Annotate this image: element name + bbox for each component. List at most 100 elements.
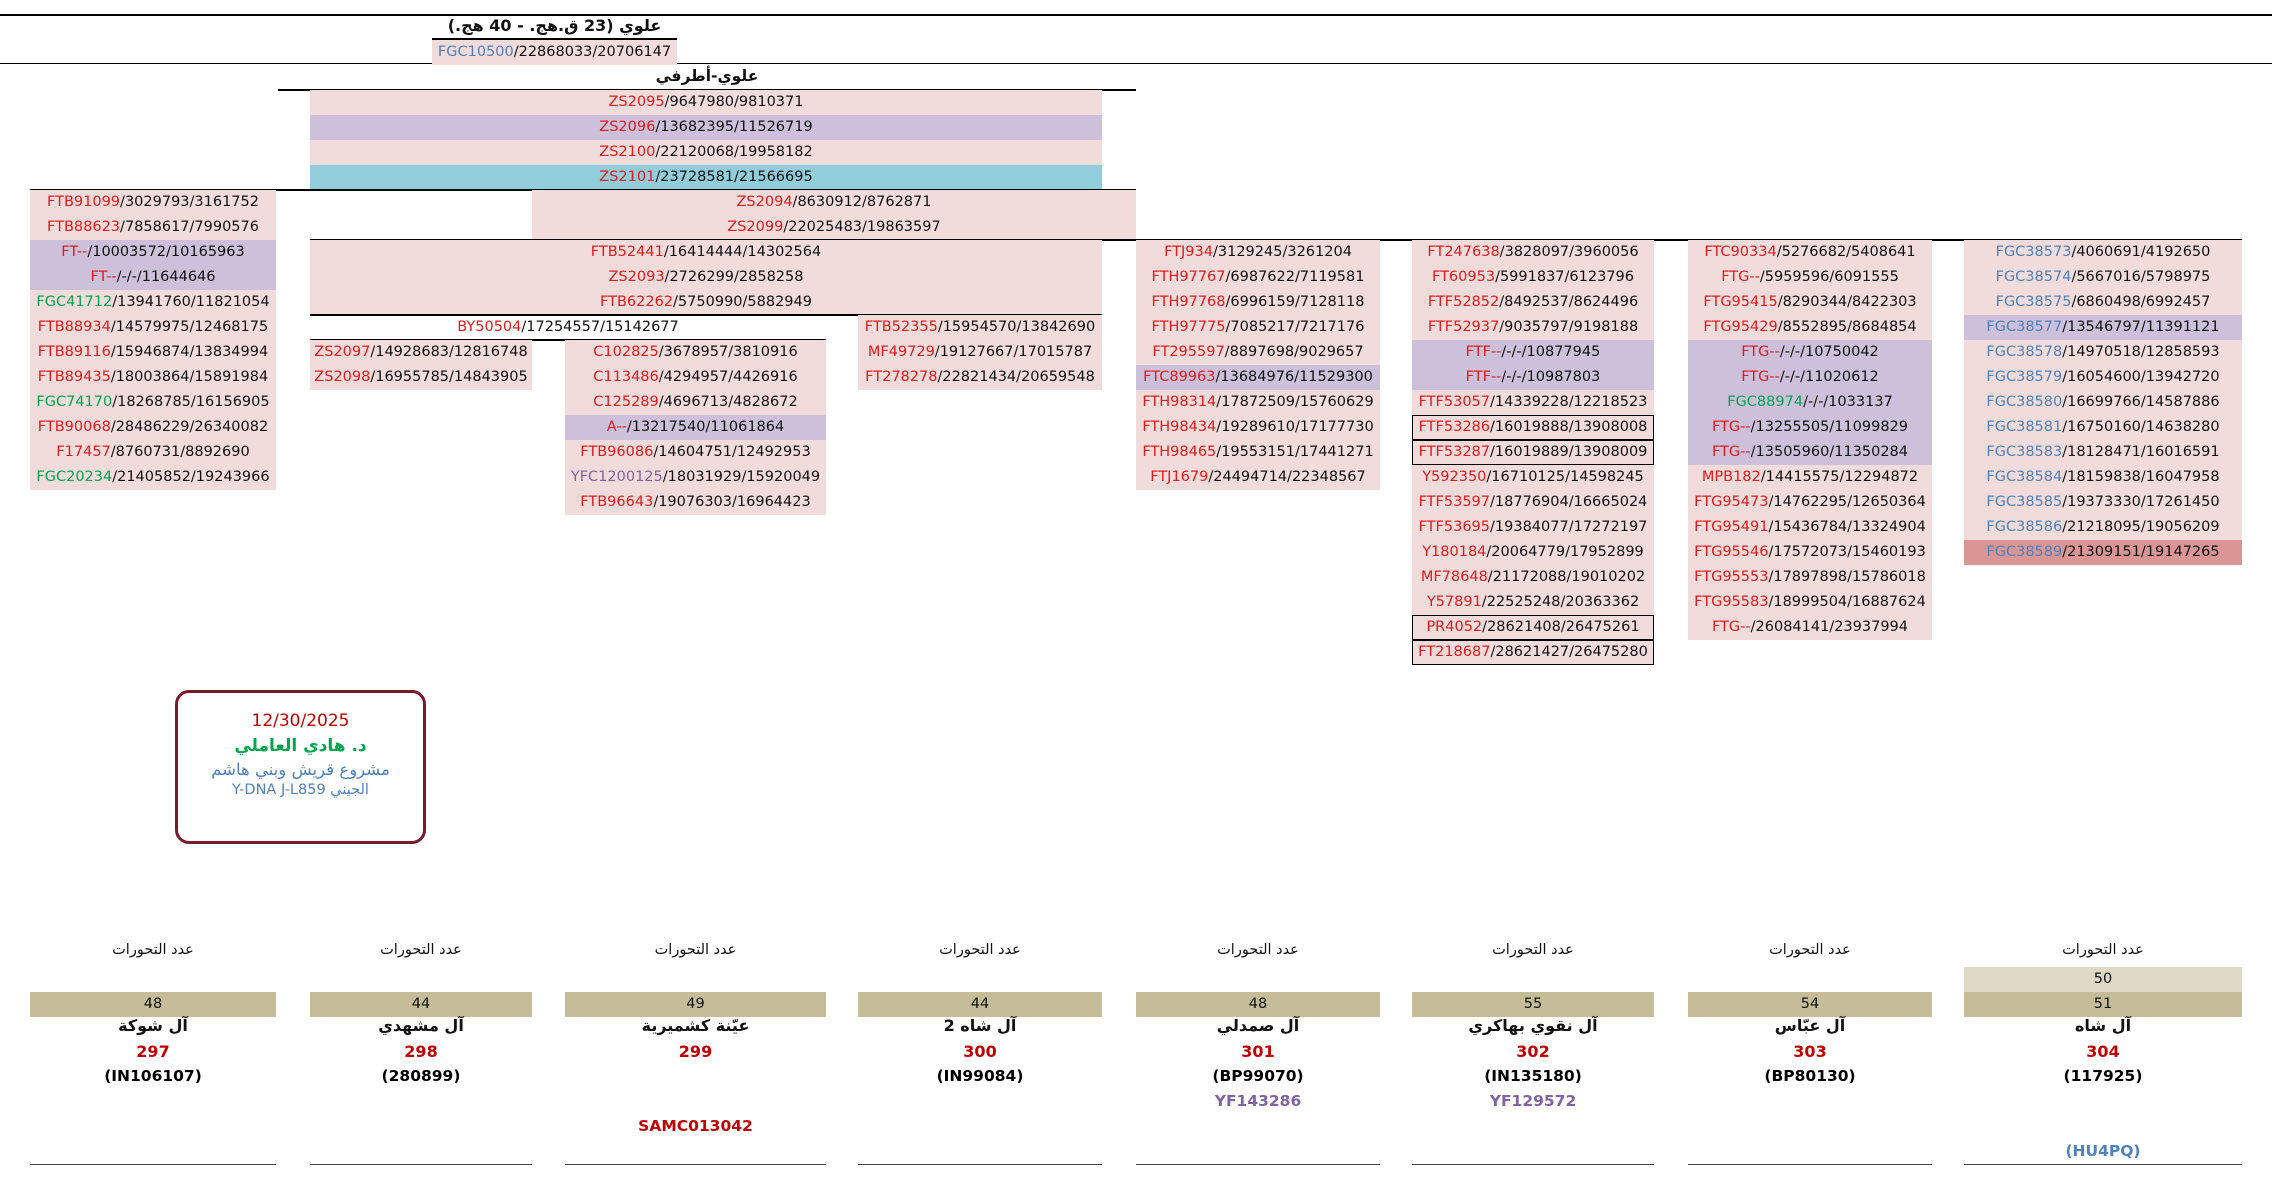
snp-name: FTC89963: [1143, 369, 1216, 385]
trunk-snp: ZS2095/9647980/9810371: [310, 90, 1102, 115]
snp-name: FGC38578: [1986, 344, 2063, 360]
lineage-snp: FGC38581/16750160/14638280: [1964, 415, 2242, 440]
snp-position: 13684976/11529300: [1220, 369, 1373, 385]
snp-name: Y592350: [1422, 469, 1487, 485]
snp-name: FTH98434: [1142, 419, 1217, 435]
snp-name: FTJ934: [1164, 244, 1213, 260]
snp-position: /13217540/11061864: [626, 419, 785, 435]
snp-name: FTH97768: [1151, 294, 1226, 310]
trunk-snp: ZS2096/13682395/11526719: [310, 115, 1102, 140]
snp-name: FTG--: [1711, 444, 1751, 460]
snp-position: 14415575/12294872: [1765, 469, 1919, 485]
snp-name: FTH98314: [1142, 394, 1217, 410]
lineage-snp: FTH98465/19553151/17441271: [1136, 440, 1380, 465]
lineage-snp: FTF53695/19384077/17272197: [1412, 515, 1654, 540]
lineage-snp: FTF53286/16019888/13908008: [1412, 415, 1654, 440]
snp-name: FTB89116: [37, 344, 111, 360]
lineage-snp: FTG95553/17897898/15786018: [1688, 565, 1932, 590]
stamp-project: مشروع قريش وبني هاشم: [211, 760, 390, 779]
snp-position: 18031929/15920049: [667, 469, 821, 485]
snp-name: FTF53597: [1418, 494, 1491, 510]
snp-name: C102825: [593, 344, 659, 360]
snp-position: -/-/11020612: [1784, 369, 1879, 385]
level3-rule: [310, 314, 1102, 316]
snp-name: FTB90068: [37, 419, 111, 435]
snp-position: 16750160/14638280: [2067, 419, 2220, 435]
lineage-snp: FGC38586/21218095/19056209: [1964, 515, 2242, 540]
family-rule: [30, 1164, 276, 1165]
snp-name: FTB52355: [864, 319, 938, 335]
root-snp: FGC10500/22868033/20706147: [432, 40, 677, 65]
lineage-snp: FGC74170/18268785/16156905: [30, 390, 276, 415]
snp-name: FGC38574: [1995, 269, 2072, 285]
snp-name: FGC38577: [1986, 319, 2063, 335]
mutation-count: 51: [1964, 992, 2242, 1017]
snp-position: 4294957/4426916: [663, 369, 798, 385]
author-stamp: 12/30/2025 د. هادي العاملي مشروع قريش وب…: [175, 690, 426, 844]
family-number: 303: [1793, 1042, 1827, 1061]
lineage-snp: FTF53057/14339228/12218523: [1412, 390, 1654, 415]
mutation-count-label: عدد التحورات: [654, 942, 737, 958]
snp-name: ZS2101: [599, 169, 656, 185]
snp-position: 15436784/13324904: [1773, 519, 1926, 535]
mutation-count: 48: [1136, 992, 1380, 1017]
snp-name: FTG--: [1711, 619, 1751, 635]
snp-position: 5959596/6091555: [1764, 269, 1899, 285]
lineage-snp: FGC38575/6860498/6992457: [1964, 290, 2242, 315]
snp-position: 13682395/11526719: [660, 119, 813, 135]
snp-name: FT60953: [1431, 269, 1496, 285]
snp-name: ZS2096: [599, 119, 656, 135]
branch-snp: ZS2099/22025483/19863597: [532, 215, 1136, 240]
snp-position: 14579975/12468175: [115, 319, 269, 335]
snp-name: FT--: [90, 269, 117, 285]
snp-position: 8630912/8762871: [797, 194, 932, 210]
snp-position: 18159838/16047958: [2067, 469, 2220, 485]
snp-position: -/-/10750042: [1784, 344, 1879, 360]
snp-name: FTH97775: [1151, 319, 1226, 335]
lineage-snp: FT247638/3828097/3960056: [1412, 240, 1654, 265]
lineage-snp: FTF--/-/-/10987803: [1412, 365, 1654, 390]
lineage-snp: FT--/10003572/10165963: [30, 240, 276, 265]
snp-name: FGC41712: [36, 294, 113, 310]
snp-position: 22525248/20363362: [1486, 594, 1640, 610]
snp-name: FTG--: [1711, 419, 1751, 435]
mutation-count-label: عدد التحورات: [939, 942, 1021, 958]
snp-position: 16710125/14598245: [1491, 469, 1644, 485]
snp-name: FTG--: [1741, 344, 1780, 360]
mutation-count: 44: [310, 992, 532, 1017]
snp-name: FTG95546: [1694, 544, 1769, 560]
snp-name: FGC20234: [36, 469, 113, 485]
lineage-snp: FTB52355/15954570/13842690: [858, 315, 1102, 340]
lineage-snp: C102825/3678957/3810916: [565, 340, 826, 365]
lineage-snp: FTH97768/6996159/7128118: [1136, 290, 1380, 315]
mutation-count: 44: [858, 992, 1102, 1017]
mutation-count-label: عدد التحورات: [1217, 942, 1299, 958]
lineage-snp: FTG--/-/-/10750042: [1688, 340, 1932, 365]
top-rule-2: [0, 63, 2272, 64]
kit-id-secondary: YF129572: [1489, 1092, 1577, 1110]
root-title-rule: [432, 38, 677, 40]
root-title: علوي (23 ق.هج. - 40 هج.): [447, 16, 662, 35]
lineage-snp: FTH98434/19289610/17177730: [1136, 415, 1380, 440]
snp-position: 20064779/17952899: [1491, 544, 1644, 560]
snp-position: 26084141/23937994: [1755, 619, 1909, 635]
snp-name: YFC1200125: [570, 469, 663, 485]
mutation-count-label: عدد التحورات: [112, 942, 194, 958]
snp-name: FTB52441: [590, 244, 664, 260]
snp-position: 17872509/15760629: [1221, 394, 1374, 410]
lineage-snp: FTG95546/17572073/15460193: [1688, 540, 1932, 565]
family-number: 299: [678, 1042, 713, 1061]
snp-position: 16955785/14843905: [375, 369, 528, 385]
lineage-snp: FTF53287/16019889/13908009: [1412, 440, 1654, 465]
snp-position: 5667016/5798975: [2076, 269, 2211, 285]
lineage-snp: FTG95415/8290344/8422303: [1688, 290, 1932, 315]
snp-position: 5991837/6123796: [1499, 269, 1634, 285]
lineage-snp: FTF52852/8492537/8624496: [1412, 290, 1654, 315]
snp-position: 19127667/17015787: [939, 344, 1093, 360]
snp-position: 18003864/15891984: [115, 369, 269, 385]
snp-name: FGC38573: [1995, 244, 2072, 260]
snp-position: 9035797/9198188: [1504, 319, 1639, 335]
snp-name: ZS2094: [736, 194, 793, 210]
lineage-snp: FT295597/8897698/9029657: [1136, 340, 1380, 365]
kit-id: (BP99070): [1212, 1067, 1304, 1085]
